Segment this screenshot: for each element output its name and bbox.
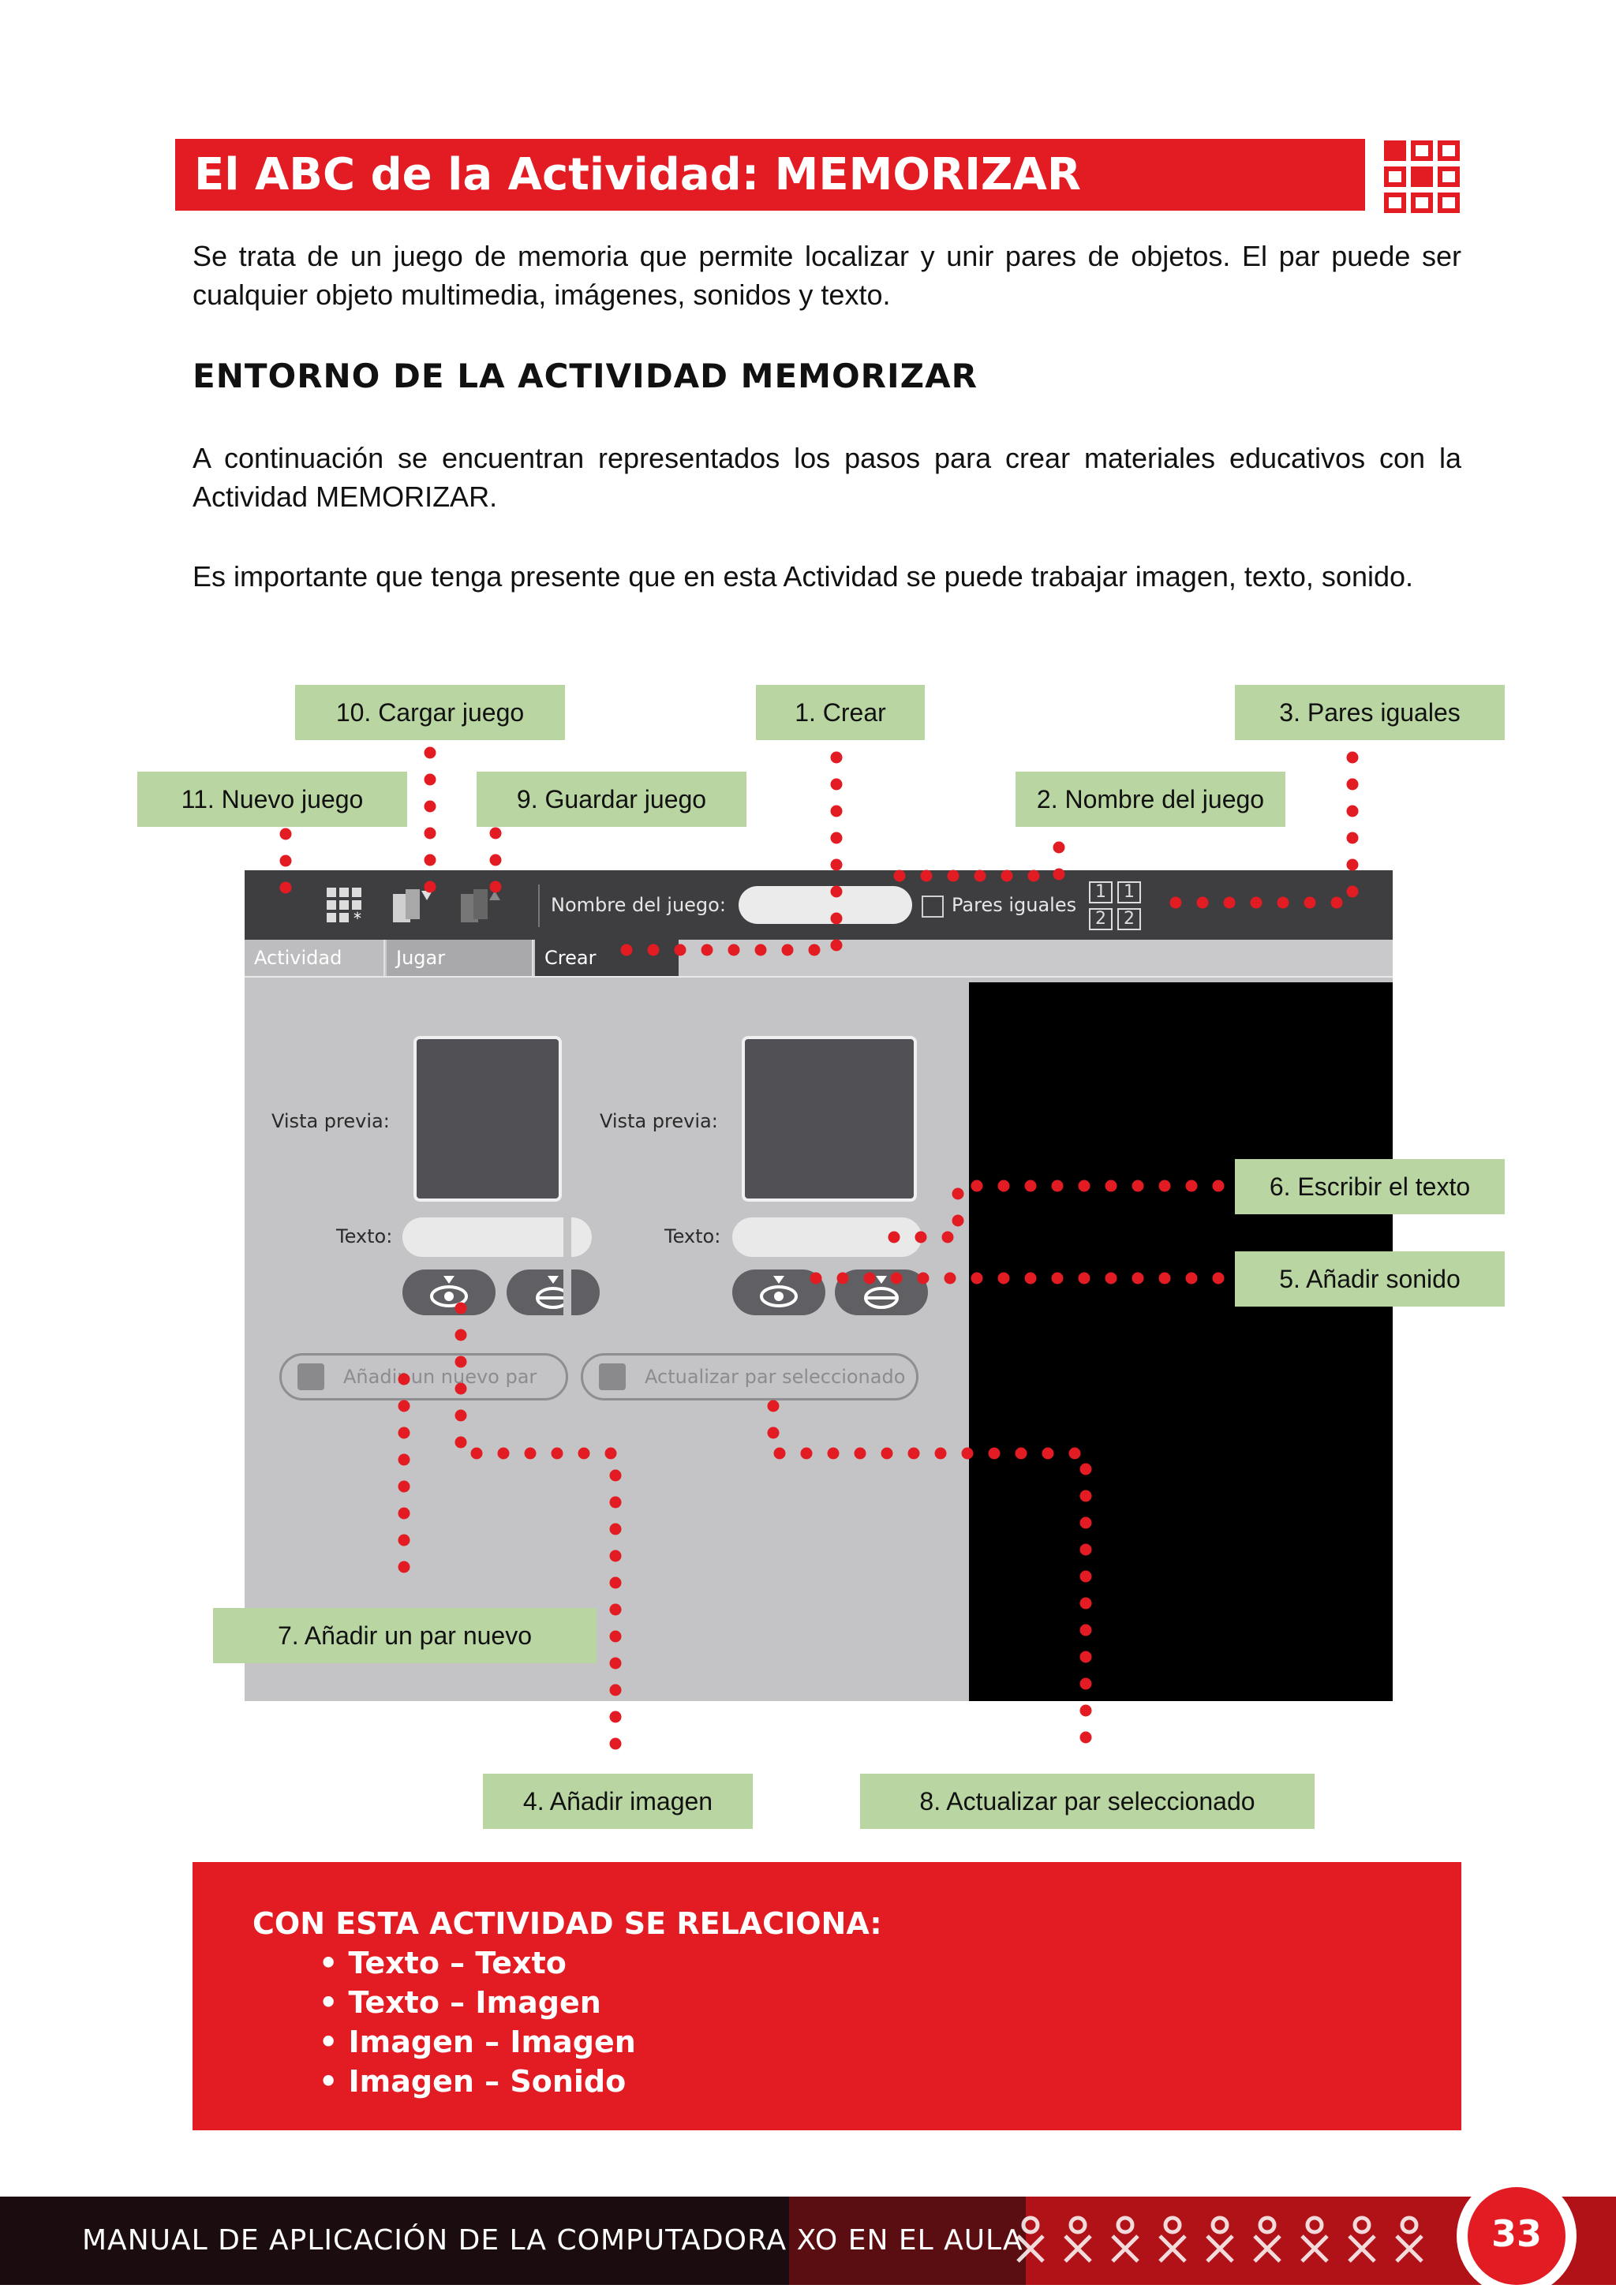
callout-anadir-imagen: 4. Añadir imagen [483, 1774, 753, 1829]
page-title-bar: El ABC de la Actividad: MEMORIZAR [175, 139, 1365, 211]
update-selected-pair-button[interactable]: Actualizar par seleccionado [581, 1353, 918, 1400]
text-input[interactable] [402, 1217, 592, 1257]
add-image-button[interactable] [732, 1270, 825, 1315]
page-title: El ABC de la Actividad: MEMORIZAR [194, 149, 1081, 200]
grid-digit: 1 [1089, 881, 1113, 903]
activity-tabs: Actividad Jugar Crear [245, 940, 1393, 978]
column-divider [563, 1028, 571, 1470]
connector-actualizar-par [767, 1400, 1092, 1755]
text-label: Texto: [336, 1225, 393, 1247]
equal-pairs-label: Pares iguales [952, 894, 1077, 916]
connector-crear [598, 751, 843, 956]
tab-jugar[interactable]: Jugar [387, 940, 533, 976]
preview-label: Vista previa: [271, 1110, 390, 1132]
toolbar-separator [538, 884, 540, 927]
page-number-badge: 33 [1457, 2176, 1577, 2296]
svg-text:*: * [354, 909, 361, 926]
page-number: 33 [1468, 2187, 1566, 2285]
callout-guardar-juego: 9. Guardar juego [477, 772, 746, 827]
xo-figures-icon [1016, 2216, 1423, 2263]
add-pair-icon [297, 1363, 324, 1390]
page-footer: MANUAL DE APLICACIÓN DE LA COMPUTADORA X… [0, 2197, 1616, 2285]
eye-icon [760, 1276, 798, 1307]
connector-pares-iguales [1143, 751, 1359, 909]
callout-crear: 1. Crear [756, 685, 925, 740]
callout-anadir-sonido: 5. Añadir sonido [1235, 1251, 1505, 1307]
equal-pairs-checkbox[interactable] [922, 896, 944, 918]
game-board-area[interactable] [969, 982, 1393, 1701]
add-image-button[interactable] [402, 1270, 496, 1315]
grid-digit: 1 [1117, 881, 1141, 903]
eye-icon [430, 1276, 468, 1307]
new-game-icon[interactable]: * [324, 884, 368, 926]
related-heading: CON ESTA ACTIVIDAD SE RELACIONA: [252, 1906, 882, 1941]
memorize-app-screenshot: * Nombre del juego: Pares iguales 1 1 2 … [245, 870, 1393, 1701]
update-pair-icon [599, 1363, 626, 1390]
update-pair-label: Actualizar par seleccionado [645, 1366, 906, 1388]
callout-pares-iguales: 3. Pares iguales [1235, 685, 1505, 740]
equal-pairs-grid-icon[interactable]: 1 1 2 2 [1089, 881, 1143, 932]
load-game-icon[interactable] [390, 883, 436, 927]
game-name-input[interactable] [739, 886, 912, 924]
related-item: • Imagen – Sonido [319, 2064, 627, 2099]
callout-par-nuevo: 7. Añadir un par nuevo [213, 1608, 597, 1663]
speaker-icon [864, 1276, 899, 1309]
grid-digit: 2 [1089, 908, 1113, 930]
add-pair-label: Añadir un nuevo par [343, 1366, 537, 1388]
note-paragraph: Es importante que tenga presente que en … [193, 560, 1414, 593]
save-game-icon[interactable] [458, 883, 503, 927]
connector-escribir-texto [885, 1180, 1225, 1243]
related-item: • Texto – Texto [319, 1946, 567, 1980]
game-name-label: Nombre del juego: [551, 894, 726, 916]
preview-label: Vista previa: [600, 1110, 718, 1132]
steps-paragraph: A continuación se encuentran representad… [193, 442, 1461, 513]
callout-cargar-juego: 10. Cargar juego [295, 685, 565, 740]
callout-actualizar-par: 8. Actualizar par seleccionado [860, 1774, 1315, 1829]
text-label: Texto: [664, 1225, 721, 1247]
callout-nuevo-juego: 11. Nuevo juego [137, 772, 407, 827]
connector-anadir-imagen [454, 1302, 622, 1763]
footer-pattern-fade [789, 2197, 1026, 2285]
callout-nombre-juego: 2. Nombre del juego [1016, 772, 1285, 827]
section-title: ENTORNO DE LA ACTIVIDAD MEMORIZAR [193, 357, 978, 395]
related-item: • Texto – Imagen [319, 1985, 601, 2020]
preview-image-box [413, 1036, 562, 1202]
grid-digit: 2 [1117, 908, 1141, 930]
add-sound-button[interactable] [835, 1270, 928, 1315]
intro-paragraph: Se trata de un juego de memoria que perm… [193, 240, 1461, 311]
footer-title: MANUAL DE APLICACIÓN DE LA COMPUTADORA X… [82, 2224, 1023, 2257]
callout-escribir-texto: 6. Escribir el texto [1235, 1159, 1505, 1214]
related-activities-box: CON ESTA ACTIVIDAD SE RELACIONA: • Texto… [193, 1862, 1461, 2130]
add-sound-button[interactable] [507, 1270, 600, 1315]
related-item: • Imagen – Imagen [319, 2025, 636, 2059]
add-new-pair-button[interactable]: Añadir un nuevo par [279, 1353, 568, 1400]
connector-nombre-juego [888, 814, 1065, 882]
tab-actividad[interactable]: Actividad [245, 940, 385, 976]
memorize-grid-icon [1382, 139, 1461, 215]
preview-image-box [742, 1036, 917, 1202]
